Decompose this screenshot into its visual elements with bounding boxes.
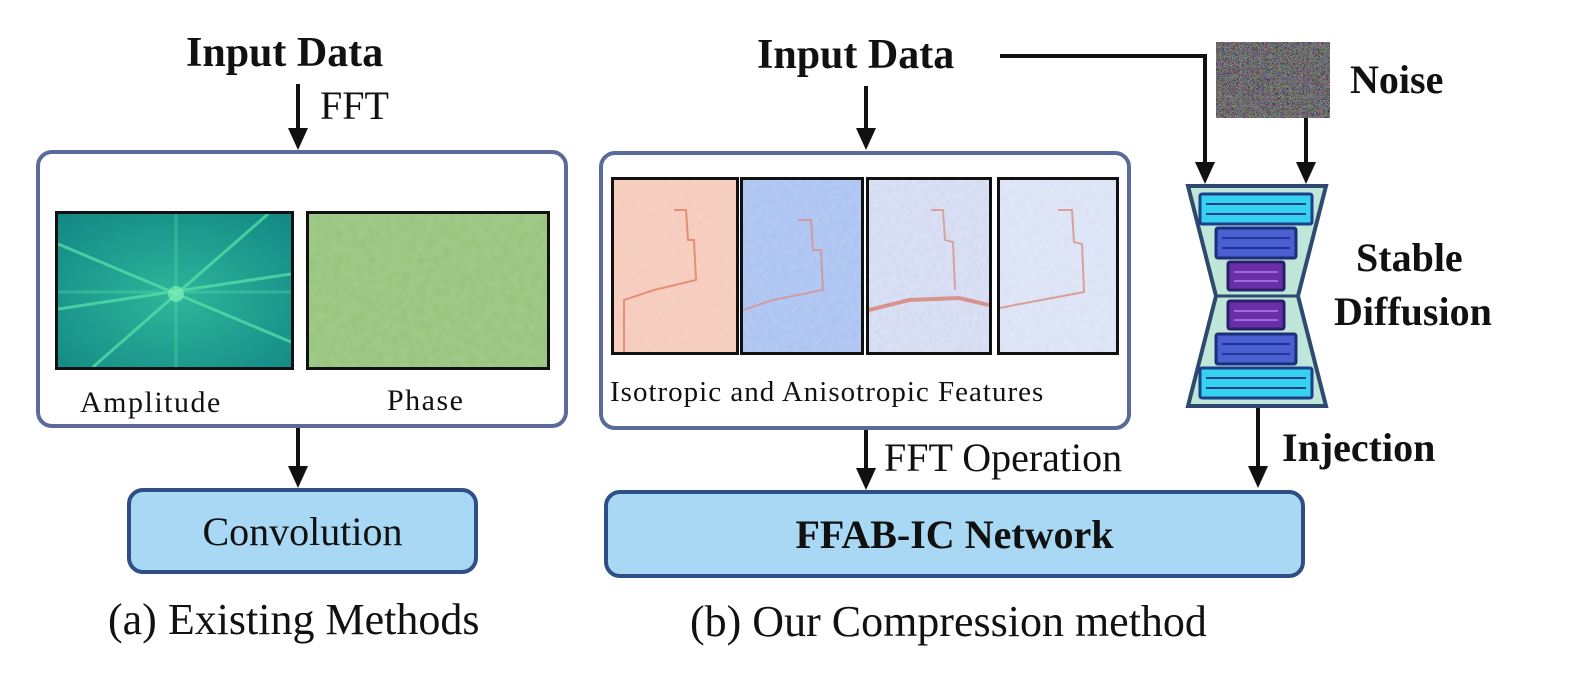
- left-input-data-label: Input Data: [186, 30, 384, 76]
- arrow-input-to-stable-diffusion: [1000, 54, 1215, 184]
- arrow-input-to-fft-panel: [288, 84, 308, 150]
- fft-label: FFT: [320, 83, 389, 128]
- arrow-panel-to-convolution: [288, 428, 308, 488]
- unet-bar-upper-purple: [1226, 260, 1286, 292]
- injection-label: Injection: [1282, 425, 1436, 470]
- stable-label: Stable: [1356, 235, 1463, 280]
- unet-bar-lower-purple: [1226, 299, 1286, 331]
- stable-diffusion-unet: [1185, 184, 1329, 408]
- unet-bar-upper-blue: [1214, 226, 1298, 260]
- arrow-features-to-network: [856, 430, 876, 490]
- feature-map-2: [740, 177, 864, 355]
- unet-bar-lower-blue: [1214, 332, 1298, 366]
- amplitude-spectrum-image: [55, 211, 294, 370]
- unet-bar-bottom-cyan: [1198, 366, 1314, 400]
- amplitude-label: Amplitude: [80, 386, 222, 419]
- feature-map-1: [611, 177, 739, 355]
- fft-operation-label: FFT Operation: [884, 435, 1123, 480]
- feature-map-4: [997, 177, 1119, 355]
- convolution-block: Convolution: [127, 488, 478, 574]
- features-label: Isotropic and Anisotropic Features: [610, 376, 1045, 408]
- caption-existing-methods: (a) Existing Methods: [108, 595, 480, 644]
- convolution-label: Convolution: [202, 508, 403, 554]
- phase-label: Phase: [387, 384, 465, 417]
- unet-layer-bars: [1198, 192, 1314, 400]
- diffusion-label: Diffusion: [1334, 289, 1492, 334]
- arrow-injection-to-network: [1248, 406, 1268, 488]
- phase-spectrum-image: [306, 211, 550, 370]
- unet-bar-top-cyan: [1198, 192, 1314, 226]
- ffab-ic-network-label: FFAB-IC Network: [795, 511, 1114, 557]
- arrow-input-to-features-panel: [856, 86, 876, 150]
- right-input-data-label: Input Data: [757, 32, 955, 78]
- arrow-noise-to-stable-diffusion: [1296, 118, 1316, 184]
- ffab-ic-network-block: FFAB-IC Network: [604, 490, 1305, 578]
- noise-image: [1216, 42, 1330, 118]
- noise-label: Noise: [1350, 57, 1444, 102]
- feature-map-3: [866, 177, 992, 355]
- caption-our-method: (b) Our Compression method: [690, 597, 1207, 646]
